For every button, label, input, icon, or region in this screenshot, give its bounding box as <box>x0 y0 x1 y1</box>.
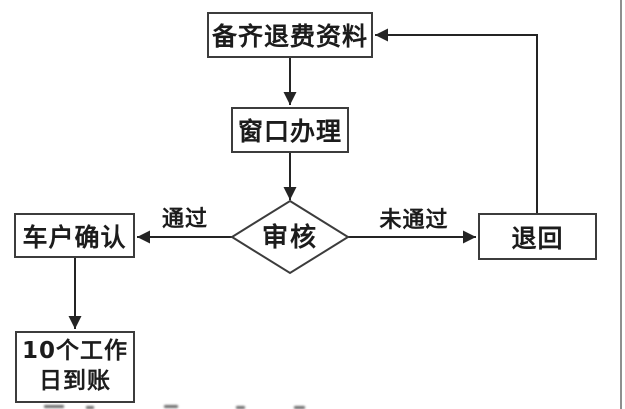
node-window-processing: 窗口办理 <box>231 107 349 153</box>
node-returned-label: 退回 <box>511 223 564 253</box>
node-owner-confirmation: 车户确认 <box>14 213 135 258</box>
cutoff-text-fragment <box>44 405 64 408</box>
cutoff-text-fragment <box>236 406 245 409</box>
page-edge-line <box>620 0 622 409</box>
node-arrival-in-10-days: 10个工作 日到账 <box>15 331 135 403</box>
cutoff-text-fragment <box>164 405 178 408</box>
node-arrival-label-line1: 10个工作 <box>21 338 128 365</box>
node-arrival-label-line2: 日到账 <box>39 368 111 394</box>
cutoff-text-fragment <box>294 406 305 409</box>
node-prepare-label: 备齐退费资料 <box>211 22 368 51</box>
node-window-label: 窗口办理 <box>237 117 342 146</box>
decision-review-label: 审核 <box>262 222 318 253</box>
edge-label-pass: 通过 <box>161 207 208 232</box>
edge-returned-to-prepare <box>375 28 538 213</box>
node-prepare-refund-materials: 备齐退费资料 <box>207 12 373 58</box>
node-returned: 退回 <box>478 213 597 260</box>
edge-label-fail: 未通过 <box>379 208 449 233</box>
cutoff-text-fragment <box>86 406 94 409</box>
node-confirm-label: 车户确认 <box>22 222 127 252</box>
decision-diamond-review <box>230 199 350 275</box>
